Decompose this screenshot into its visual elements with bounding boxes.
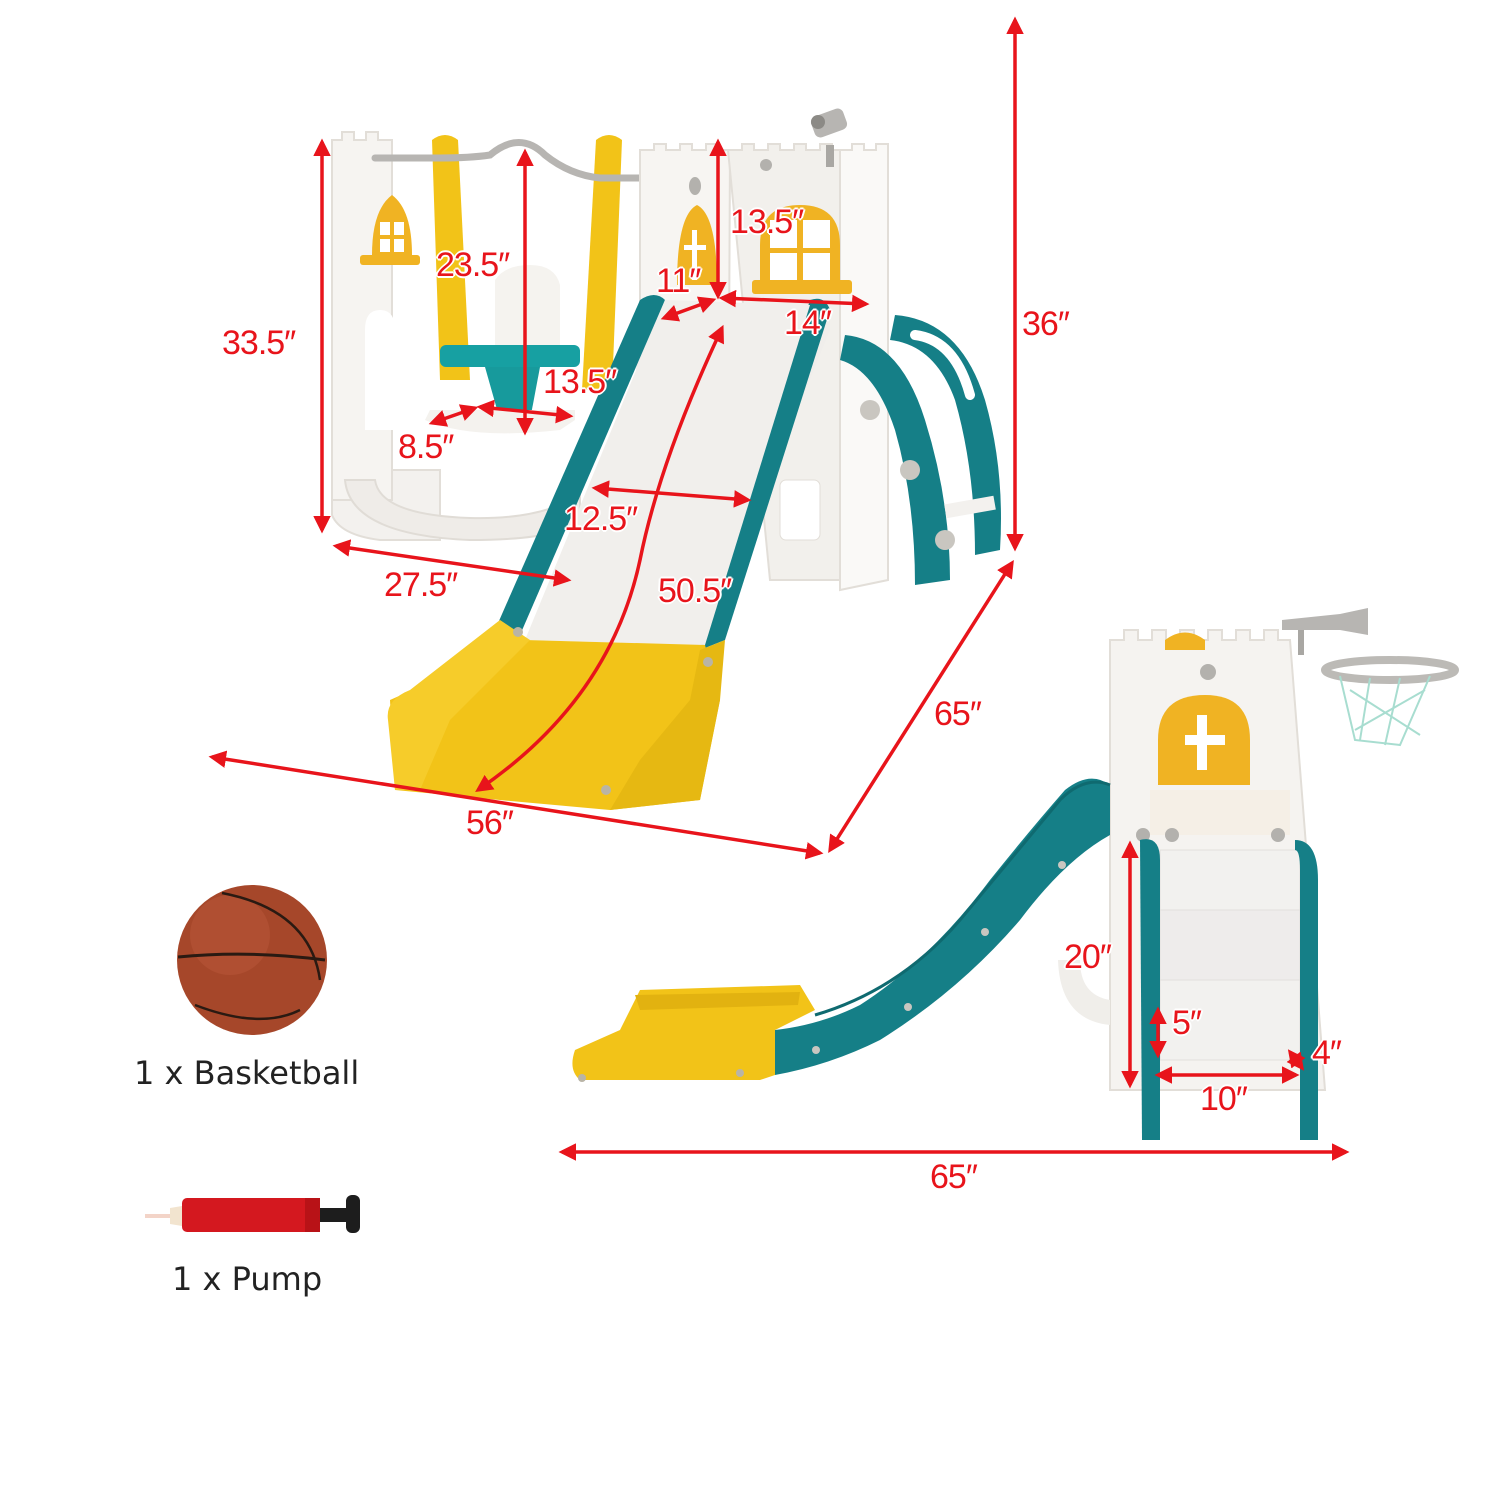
dim-slide-width: 12.5″ xyxy=(564,500,638,538)
basketball-label: 1 x Basketball xyxy=(134,1054,360,1092)
dim-overall-depth: 65″ xyxy=(934,695,982,733)
side-view-illustration xyxy=(572,608,1459,1140)
dim-swing-beam-to-seat: 23.5″ xyxy=(436,246,510,284)
dim-step-height: 5″ xyxy=(1172,1004,1202,1042)
dim-swing-side-height: 33.5″ xyxy=(222,324,296,362)
dim-side-overall-length: 65″ xyxy=(930,1158,978,1196)
dim-swing-seat-depth: 8.5″ xyxy=(398,428,454,466)
dim-platform-depth: 11″ xyxy=(656,262,701,300)
basketball-icon xyxy=(177,885,327,1035)
dim-platform-width: 14″ xyxy=(784,304,832,342)
pump-label: 1 x Pump xyxy=(172,1260,323,1298)
dim-tower-wall-height: 13.5″ xyxy=(730,203,804,241)
dim-swing-seat-width: 13.5″ xyxy=(543,363,617,401)
dim-step-width: 10″ xyxy=(1200,1080,1248,1118)
pump-icon xyxy=(145,1195,360,1233)
dim-swing-base-width: 27.5″ xyxy=(384,566,458,604)
dimension-arrows xyxy=(208,16,1350,1161)
dim-slide-length: 50.5″ xyxy=(658,572,732,610)
dim-step-depth: 4″ xyxy=(1312,1034,1342,1072)
dim-overall-height: 36″ xyxy=(1022,305,1070,343)
dim-overall-width: 56″ xyxy=(466,804,514,842)
tower-ladder xyxy=(840,315,1001,585)
dim-ladder-height: 20″ xyxy=(1064,938,1112,976)
